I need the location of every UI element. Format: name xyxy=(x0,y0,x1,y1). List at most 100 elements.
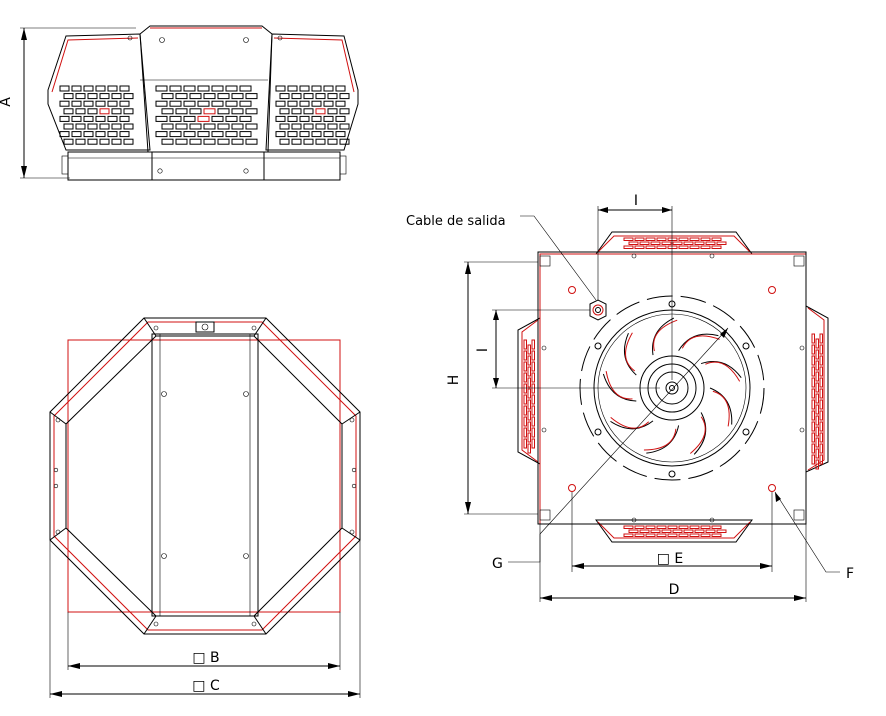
louvre-slot xyxy=(527,443,531,454)
louvre-slot xyxy=(197,131,210,138)
louvre-slot xyxy=(107,100,118,107)
louvre-slot xyxy=(634,525,645,529)
louvre-slot xyxy=(656,237,667,241)
louvre-slot xyxy=(95,115,106,122)
louvre-slot xyxy=(527,388,531,399)
louvre-slot xyxy=(239,85,252,92)
louvre-slot xyxy=(634,237,645,241)
louvre-slot xyxy=(315,138,326,145)
louvre-slot xyxy=(107,85,118,92)
louvre-slot xyxy=(634,533,645,537)
louvre-slot xyxy=(623,533,634,537)
louvre-slot xyxy=(175,108,188,115)
louvre-slot xyxy=(667,237,678,241)
louvre-slot xyxy=(523,405,527,416)
louvre-slot xyxy=(311,115,322,122)
louvre-slot xyxy=(678,525,689,529)
louvre-slot xyxy=(189,93,202,100)
louvre-slot xyxy=(291,123,302,130)
louvre-slot xyxy=(71,100,82,107)
dimension-i-left-label: I xyxy=(475,348,491,352)
louvre-slot xyxy=(217,123,230,130)
louvre-slot xyxy=(661,241,672,245)
louvre-slot xyxy=(819,333,823,344)
louvre-slot xyxy=(155,100,168,107)
louvre-slot xyxy=(531,438,535,449)
louvre-slot xyxy=(189,138,202,145)
louvre-slot xyxy=(119,100,130,107)
louvre-slot xyxy=(815,349,819,360)
louvre-slot xyxy=(689,525,700,529)
louvre-slot xyxy=(245,108,258,115)
louvre-slot xyxy=(689,245,700,249)
louvre-slot xyxy=(527,432,531,443)
louvre-slot xyxy=(183,131,196,138)
louvre-slot xyxy=(217,93,230,100)
louvre-slot xyxy=(694,529,705,533)
louvre-slot xyxy=(700,237,711,241)
diameter-g-leader xyxy=(508,534,541,563)
fan-blade xyxy=(709,387,733,425)
louvre-slot xyxy=(75,123,86,130)
louvre-slot xyxy=(59,131,70,138)
louvre-slot xyxy=(323,85,334,92)
louvre-slot xyxy=(203,108,216,115)
louvre-slot xyxy=(183,115,196,122)
louvre-slot xyxy=(169,131,182,138)
louvre-slot xyxy=(203,123,216,130)
louvre-slot xyxy=(155,85,168,92)
louvre-slot xyxy=(700,533,711,537)
louvre-slot xyxy=(523,361,527,372)
louvre-slot xyxy=(323,100,334,107)
louvre-slot xyxy=(711,533,722,537)
louvre-slot xyxy=(87,138,98,145)
louvre-slot xyxy=(303,123,314,130)
cable-leader-line xyxy=(520,215,597,301)
louvre-slot xyxy=(339,93,350,100)
louvre-slot xyxy=(111,123,122,130)
louvre-slot xyxy=(119,131,130,138)
louvre-slot xyxy=(819,454,823,465)
dimension-c-label: □ C xyxy=(192,678,220,694)
louvre-slot xyxy=(189,108,202,115)
louvre-slot xyxy=(211,131,224,138)
louvre-slot xyxy=(527,377,531,388)
louvre-slot xyxy=(705,241,716,245)
louvre-slot xyxy=(815,371,819,382)
louvre-slot xyxy=(303,108,314,115)
louvre-slot xyxy=(689,237,700,241)
louvre-slot xyxy=(63,138,74,145)
louvre-slot xyxy=(667,533,678,537)
louvre-slot xyxy=(87,123,98,130)
louvre-slot xyxy=(811,399,815,410)
louvre-slot xyxy=(279,93,290,100)
louvre-slot xyxy=(811,388,815,399)
louvre-slot xyxy=(87,93,98,100)
louvre-slot xyxy=(650,241,661,245)
louvre-slot xyxy=(83,131,94,138)
side-elevation-view: A xyxy=(0,25,359,181)
louvre-slot xyxy=(327,123,338,130)
louvre-slot xyxy=(183,100,196,107)
louvre-slot xyxy=(197,100,210,107)
louvre-slot xyxy=(327,138,338,145)
louvre-slot xyxy=(111,93,122,100)
louvre-slot xyxy=(161,123,174,130)
louvre-slot xyxy=(63,123,74,130)
louvre-slot xyxy=(71,131,82,138)
top-lid-panel xyxy=(151,333,259,617)
louvre-slot xyxy=(523,394,527,405)
louvre-slot xyxy=(711,245,722,249)
louvre-slot xyxy=(815,360,819,371)
louvre-slot xyxy=(623,237,634,241)
louvre-slot xyxy=(531,427,535,438)
louvre-slot xyxy=(303,93,314,100)
louvre-slot xyxy=(71,85,82,92)
center-housing-panel xyxy=(139,25,273,153)
louvre-slot xyxy=(711,525,722,529)
bottom-louvre-housing xyxy=(595,519,753,543)
dimension-h-label: H xyxy=(446,375,462,386)
louvre-slot xyxy=(628,241,639,245)
louvre-slot xyxy=(683,529,694,533)
louvre-slot xyxy=(527,421,531,432)
